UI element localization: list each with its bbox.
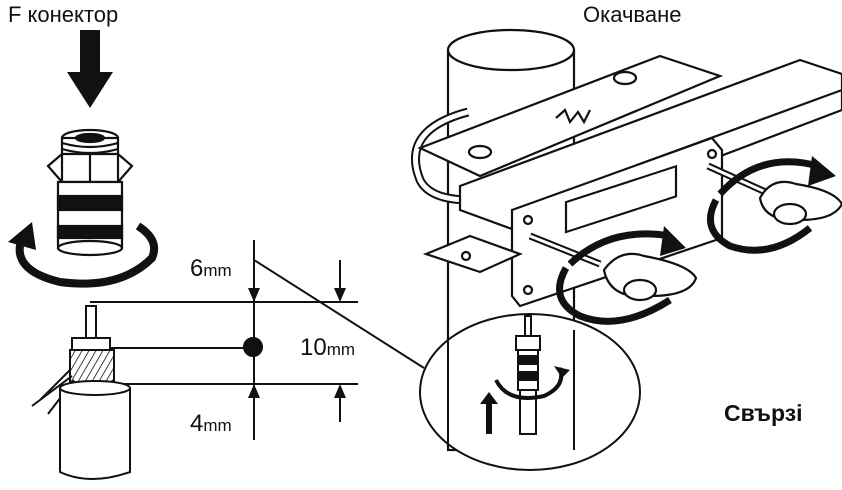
dimension-unit: mm bbox=[203, 261, 232, 280]
dimension-10mm: 10mm bbox=[300, 334, 355, 362]
dimension-value: 10 bbox=[300, 334, 327, 361]
dimension-value: 4 bbox=[190, 410, 204, 437]
connection-label: Свързі bbox=[724, 400, 803, 426]
dimension-unit: mm bbox=[326, 340, 356, 359]
connection-detail-circle bbox=[419, 313, 641, 471]
mounting-label: Окачване bbox=[583, 2, 682, 27]
f-connector-illustration bbox=[8, 30, 159, 288]
mast-mount-illustration bbox=[411, 28, 842, 452]
rotate-arrow-icon bbox=[15, 222, 159, 288]
tighten-arrow-icon-2 bbox=[706, 198, 813, 254]
f-connector-label: F конектор bbox=[8, 2, 119, 27]
tighten-arrow-icon bbox=[556, 266, 672, 325]
push-up-arrow-icon bbox=[480, 392, 498, 434]
insert-arrow-icon bbox=[67, 30, 113, 108]
dimension-value: 6 bbox=[190, 255, 204, 282]
dimension-6mm: 6mm bbox=[190, 255, 232, 283]
cable-stripping-diagram bbox=[31, 240, 425, 480]
dimension-unit: mm bbox=[203, 416, 232, 435]
dimension-4mm: 4mm bbox=[190, 410, 232, 438]
center-point bbox=[243, 337, 263, 357]
